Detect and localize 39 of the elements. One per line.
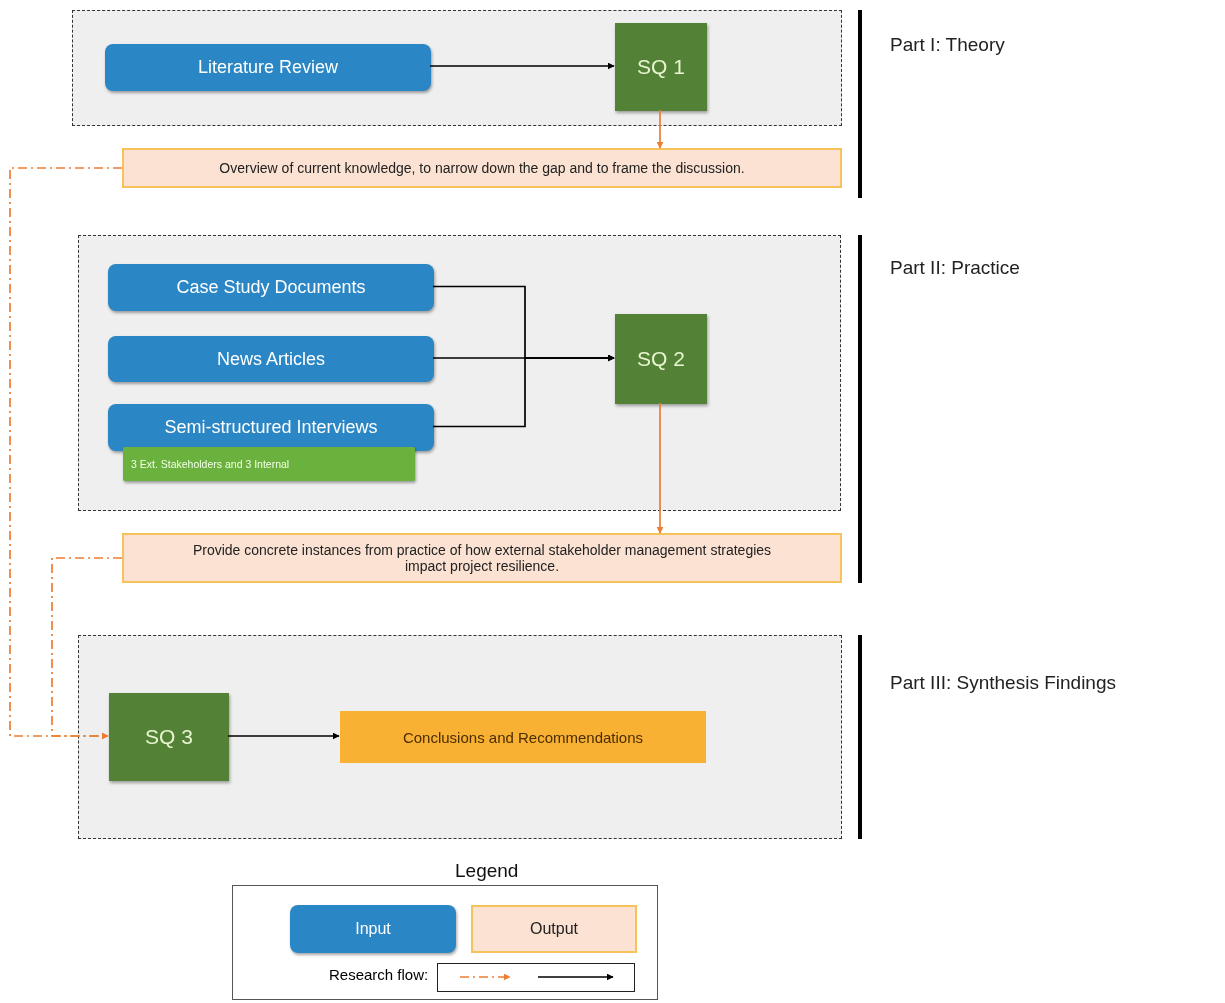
question-box [109, 693, 229, 781]
box-label: SQ 1 [637, 55, 685, 79]
section-panel [78, 635, 842, 839]
input-box [108, 264, 434, 311]
legend-label: Input [355, 920, 391, 938]
box-label: Literature Review [197, 57, 339, 78]
box-label: Semi-structured Interviews [164, 417, 378, 438]
question-box [615, 23, 707, 111]
box-label: Case Study Documents [176, 277, 366, 298]
arrow [429, 62, 615, 70]
output-box [122, 148, 842, 188]
arrow [227, 732, 340, 740]
box-label: Overview of current knowledge, to narrow down the gap and to frame the discussion. [219, 160, 745, 176]
box-label: News Articles [217, 348, 325, 370]
part-heading: Part I: Theory [890, 34, 1005, 56]
arrow [9, 167, 123, 740]
arrow [51, 557, 123, 740]
box-label: 3 Ext. Stakeholders and 3 Internal [131, 458, 290, 470]
output-box [122, 533, 842, 583]
box-label: SQ 2 [637, 347, 685, 371]
input-box [108, 336, 434, 382]
box-label: SQ 3 [145, 725, 193, 749]
part-heading: Part III: Synthesis Findings [890, 672, 1116, 694]
part-heading: Part II: Practice [890, 257, 1020, 279]
input-box [105, 44, 431, 91]
arrow [656, 402, 664, 534]
legend-label: Output [530, 920, 578, 938]
section-panel [72, 10, 842, 126]
note-tag [123, 447, 415, 481]
question-box [615, 314, 707, 404]
arrow [432, 354, 615, 428]
box-label: Conclusions and Recommendations [402, 728, 644, 746]
input-box [108, 404, 434, 451]
arrow [656, 109, 664, 149]
result-box [340, 711, 706, 763]
box-label: Provide concrete instances from practice of how external stakeholder management strategies impact project resilience. [191, 542, 773, 574]
legend-label: Research flow: [329, 966, 429, 983]
legend-title: Legend [455, 860, 519, 882]
section-panel [78, 235, 841, 511]
